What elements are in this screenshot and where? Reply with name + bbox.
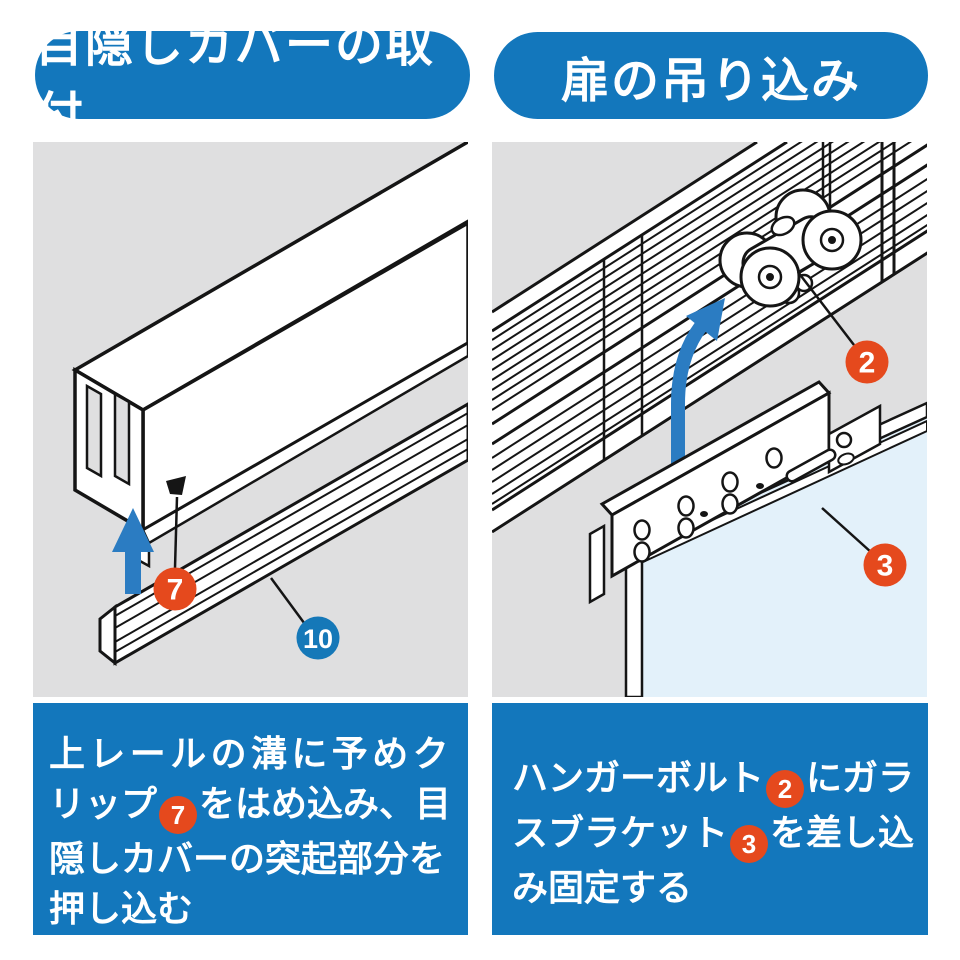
up-arrow-icon bbox=[112, 508, 154, 594]
door-hang-illustration: 2 3 bbox=[492, 142, 927, 697]
hanger-bolt-leader-line bbox=[797, 271, 855, 346]
section-header-cover-install: 目隠しカバーの取付 bbox=[35, 19, 470, 142]
caption-line: 押し込む bbox=[49, 888, 194, 929]
cover-install-illustration: 7 10 bbox=[33, 142, 468, 697]
clip-leader-line bbox=[173, 496, 179, 569]
upper-rail bbox=[71, 142, 468, 569]
section-header-label: 目隠しカバーの取付 bbox=[35, 19, 436, 142]
svg-text:2: 2 bbox=[859, 347, 876, 380]
hanger-bolt-number-badge: 2 bbox=[845, 340, 889, 384]
caption-line: み固定する bbox=[512, 867, 693, 908]
door-hanging-diagram: 2 3 bbox=[492, 142, 927, 697]
section-header-label: 扉の吊り込み bbox=[560, 54, 861, 108]
cover-number-badge: 10 bbox=[296, 616, 340, 660]
inline-number-badge: 2 bbox=[766, 770, 805, 808]
glass-bracket-number-badge: 3 bbox=[863, 543, 907, 587]
inline-number-badge: 7 bbox=[159, 796, 198, 834]
section-header-door-hang: 扉の吊り込み bbox=[494, 32, 928, 119]
clip-number-badge: 7 bbox=[153, 567, 197, 611]
upper-rail-diagram: 7 10 bbox=[33, 142, 468, 697]
svg-text:7: 7 bbox=[167, 574, 184, 607]
svg-text:3: 3 bbox=[877, 550, 894, 583]
clip-part bbox=[166, 476, 186, 495]
curved-up-arrow-icon bbox=[671, 298, 725, 476]
inline-number-badge: 3 bbox=[730, 825, 769, 863]
hanger-roller-trolley bbox=[718, 188, 863, 308]
glass-bracket bbox=[588, 380, 882, 605]
svg-text:10: 10 bbox=[303, 624, 333, 654]
blind-cover-strip bbox=[98, 402, 468, 667]
bracket-leader-line bbox=[821, 507, 873, 554]
caption-line: 上レールの溝に予めク bbox=[49, 733, 454, 774]
caption-line: 隠しカバーの突起部分を bbox=[49, 838, 446, 879]
